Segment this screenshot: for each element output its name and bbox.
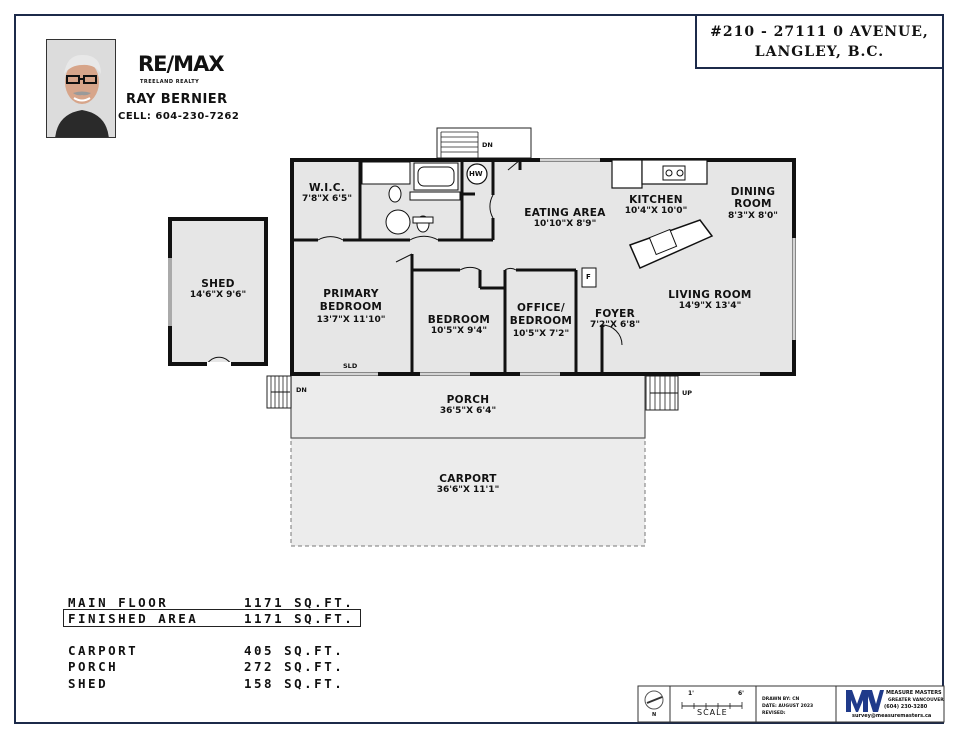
drawn-by: DRAWN BY: CN [762,697,800,702]
room-dims: 10'10"X 8'9" [533,219,597,229]
brokerage-name: TREELAND REALTY [140,79,200,85]
room-bedroom: BEDROOM 10'5"X 9'4" [428,314,490,336]
hw-label: HW [469,170,483,178]
measure-masters-logo-icon [846,690,884,712]
room-dims: 7'8"X 6'5" [301,194,353,204]
room-shed: SHED 14'6"X 9'6" [190,278,246,300]
stairs-left [266,375,292,409]
hot-water-tank-icon [466,163,488,185]
fireplace-icon [581,267,597,288]
room-primary-bedroom: PRIMARY BEDROOM 13'7"X 11'10" [311,288,391,327]
room-dims: 36'5"X 6'4" [439,406,497,416]
stairs-top [436,127,532,159]
page-frame [14,14,944,724]
sliding-door-label: SLD [343,362,358,370]
north-label: N [652,712,657,718]
room-name: KITCHEN [629,194,683,206]
area-value: 272 SQ.FT. [244,659,345,674]
area-value: 1171 SQ.FT. [244,595,355,610]
address-box: #210 - 27111 0 AVENUE, LANGLEY, B.C. [695,14,944,69]
room-office-bedroom: OFFICE/ BEDROOM 10'5"X 7'2" [507,302,575,341]
address-line1: #210 - 27111 0 AVENUE, [710,24,929,40]
room-name: CARPORT [439,473,497,485]
room-eating-area: EATING AREA 10'10"X 8'9" [524,207,605,229]
area-label: FINISHED AREA [68,611,199,626]
main-house [290,158,796,376]
room-name: PRIMARY BEDROOM [319,288,383,313]
room-dims: 14'9"X 13'4" [678,301,742,311]
room-dims: 36'6"X 11'1" [436,485,500,495]
footer-boxes [637,685,945,723]
agent-photo [46,39,116,138]
shed-structure [168,217,268,366]
room-dining: DINING ROOM 8'3"X 8'0" [723,186,783,222]
agent-name: RAY BERNIER [126,92,228,107]
revised: REVISED: [762,711,786,716]
company-email: survey@measuremasters.ca [852,713,932,719]
room-dims: 8'3"X 8'0" [727,211,778,221]
room-kitchen: KITCHEN 10'4"X 10'0" [625,194,688,216]
company-sub: GREATER VANCOUVER [888,698,944,703]
remax-logo: RE/MAX [138,52,225,76]
room-name: LIVING ROOM [668,289,752,301]
room-dims: 13'7"X 11'10" [316,315,386,325]
area-label: SHED [68,676,109,691]
stairs-down-left-label: DN [296,386,307,394]
room-foyer: FOYER 7'2"X 6'8" [590,308,640,330]
room-dims: 10'5"X 7'2" [512,329,570,339]
room-name: BEDROOM [427,314,491,326]
area-label: CARPORT [68,643,139,658]
room-porch: PORCH 36'5"X 6'4" [440,394,496,416]
room-name: PORCH [446,394,490,406]
room-wic: W.I.C. 7'8"X 6'5" [302,182,352,204]
room-name: SHED [201,278,235,290]
finished-area-highlight [63,609,361,627]
stairs-down-top-label: DN [482,141,493,149]
company-name: MEASURE MASTERS [886,690,942,696]
area-value: 405 SQ.FT. [244,643,345,658]
area-label: MAIN FLOOR [68,595,169,610]
room-carport: CARPORT 36'6"X 11'1" [437,473,500,495]
room-dims: 14'6"X 9'6" [189,290,247,300]
drawn-date: DATE: AUGUST 2023 [762,704,814,709]
f-label: F [586,273,591,281]
bathroom-fixtures [361,161,461,235]
company-phone: (604) 230-3280 [884,704,928,710]
room-name: DINING ROOM [730,186,776,210]
agent-cell: CELL: 604-230-7262 [118,111,240,122]
scale-label: SCALE [697,708,728,717]
room-dims: 10'4"X 10'0" [624,206,688,216]
kitchen-counter [611,159,708,189]
room-living: LIVING ROOM 14'9"X 13'4" [668,289,751,311]
north-arrow-icon [644,690,664,710]
room-dims: 7'2"X 6'8" [589,320,641,330]
address-line2: LANGLEY, B.C. [754,44,885,60]
stairs-right [645,375,679,411]
area-label: PORCH [68,659,119,674]
area-value: 158 SQ.FT. [244,676,345,691]
room-name: OFFICE/ BEDROOM [509,302,573,327]
area-value: 1171 SQ.FT. [244,611,355,626]
scale-mark-6: 6' [738,690,745,697]
room-dims: 10'5"X 9'4" [430,326,488,336]
carport-area [290,437,646,547]
room-name: W.I.C. [308,182,346,194]
room-name: EATING AREA [524,207,606,219]
kitchen-island [628,219,714,269]
scale-mark-1: 1' [688,690,695,697]
agent-portrait-icon [47,40,115,137]
stairs-up-label: UP [682,389,693,397]
room-name: FOYER [594,308,636,320]
